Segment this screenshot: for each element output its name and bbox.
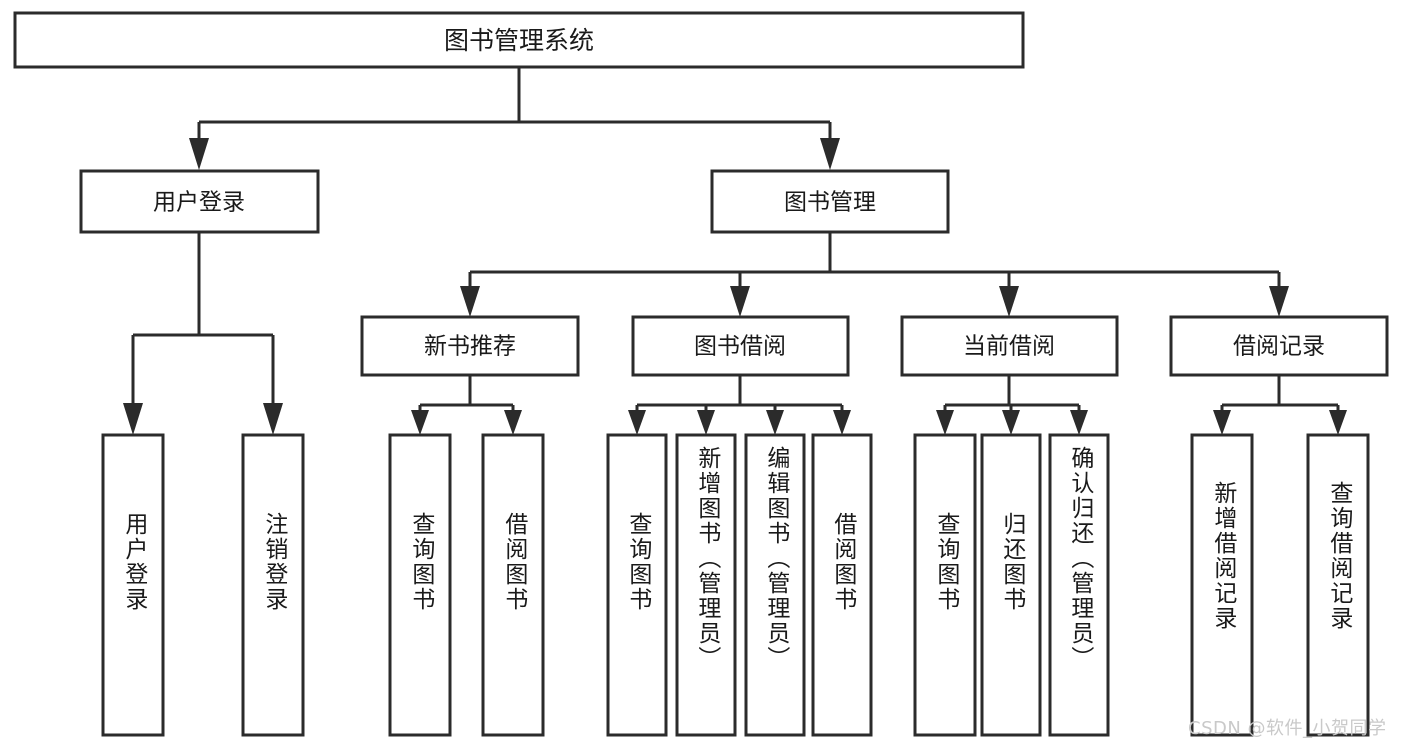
arrow-book-mgmt-to-borrow-record xyxy=(1269,286,1289,317)
leaf-box-book-borrow-4[interactable] xyxy=(811,433,873,737)
node-new-book-recommend-box[interactable] xyxy=(360,315,580,377)
node-current-borrow-box[interactable] xyxy=(900,315,1119,377)
leaf-box-new-book-2[interactable] xyxy=(481,433,545,737)
leaf-box-user-login-1[interactable] xyxy=(101,433,165,737)
connector-group-book-mgmt xyxy=(460,232,1289,317)
arrow-book-mgmt-to-current-borrow xyxy=(999,286,1019,317)
arrow-new-book-leaf-2 xyxy=(504,410,522,435)
arrow-root-to-book-mgmt xyxy=(820,138,840,170)
leaf-box-current-borrow-1[interactable] xyxy=(913,433,977,737)
arrow-borrow-record-leaf-2 xyxy=(1329,410,1347,435)
node-borrow-record-label: 借阅记录 xyxy=(1233,334,1325,360)
node-root-label: 图书管理系统 xyxy=(444,26,594,55)
node-user-login-box[interactable] xyxy=(79,169,320,234)
connector-group-borrow-record xyxy=(1213,375,1347,435)
arrow-book-borrow-leaf-4 xyxy=(833,410,851,435)
arrow-current-borrow-leaf-2 xyxy=(1002,410,1020,435)
node-borrow-record-box[interactable] xyxy=(1169,315,1389,377)
node-book-management-box[interactable] xyxy=(710,169,950,234)
node-current-borrow-label: 当前借阅 xyxy=(963,334,1055,360)
arrow-book-borrow-leaf-1 xyxy=(628,410,646,435)
node-user-login-label: 用户登录 xyxy=(153,190,245,216)
connector-group-new-book xyxy=(411,375,522,435)
arrow-book-mgmt-to-new-book xyxy=(460,286,480,317)
arrow-book-mgmt-to-book-borrow xyxy=(730,286,750,317)
leaf-box-book-borrow-3[interactable] xyxy=(744,433,806,737)
arrow-book-borrow-leaf-3 xyxy=(766,410,784,435)
connector-group-user-login xyxy=(123,232,283,435)
arrow-borrow-record-leaf-1 xyxy=(1213,410,1231,435)
leaf-box-new-book-1[interactable] xyxy=(388,433,452,737)
node-new-book-recommend-label: 新书推荐 xyxy=(424,334,516,360)
connector-group-root xyxy=(189,67,840,170)
arrow-current-borrow-leaf-3 xyxy=(1070,410,1088,435)
leaf-box-current-borrow-2[interactable] xyxy=(980,433,1042,737)
node-book-borrow-label: 图书借阅 xyxy=(694,334,786,360)
node-root-box[interactable] xyxy=(13,11,1025,69)
arrow-new-book-leaf-1 xyxy=(411,410,429,435)
connector-group-book-borrow xyxy=(628,375,851,435)
arrow-user-login-leaf-2 xyxy=(263,403,283,435)
arrow-current-borrow-leaf-1 xyxy=(936,410,954,435)
csdn-watermark: CSDN @软件_小贺同学 xyxy=(1188,718,1387,739)
node-book-management-label: 图书管理 xyxy=(784,190,876,216)
arrow-root-to-user-login xyxy=(189,138,209,170)
leaf-box-current-borrow-3[interactable] xyxy=(1048,433,1110,737)
connector-group-current-borrow xyxy=(936,375,1088,435)
arrow-user-login-leaf-1 xyxy=(123,403,143,435)
leaf-box-book-borrow-2[interactable] xyxy=(675,433,737,737)
arrow-book-borrow-leaf-2 xyxy=(697,410,715,435)
node-book-borrow-box[interactable] xyxy=(631,315,850,377)
leaf-box-borrow-record-2[interactable] xyxy=(1306,433,1370,737)
leaf-box-book-borrow-1[interactable] xyxy=(606,433,668,737)
leaf-box-user-login-2[interactable] xyxy=(241,433,305,737)
leaf-box-borrow-record-1[interactable] xyxy=(1190,433,1254,737)
